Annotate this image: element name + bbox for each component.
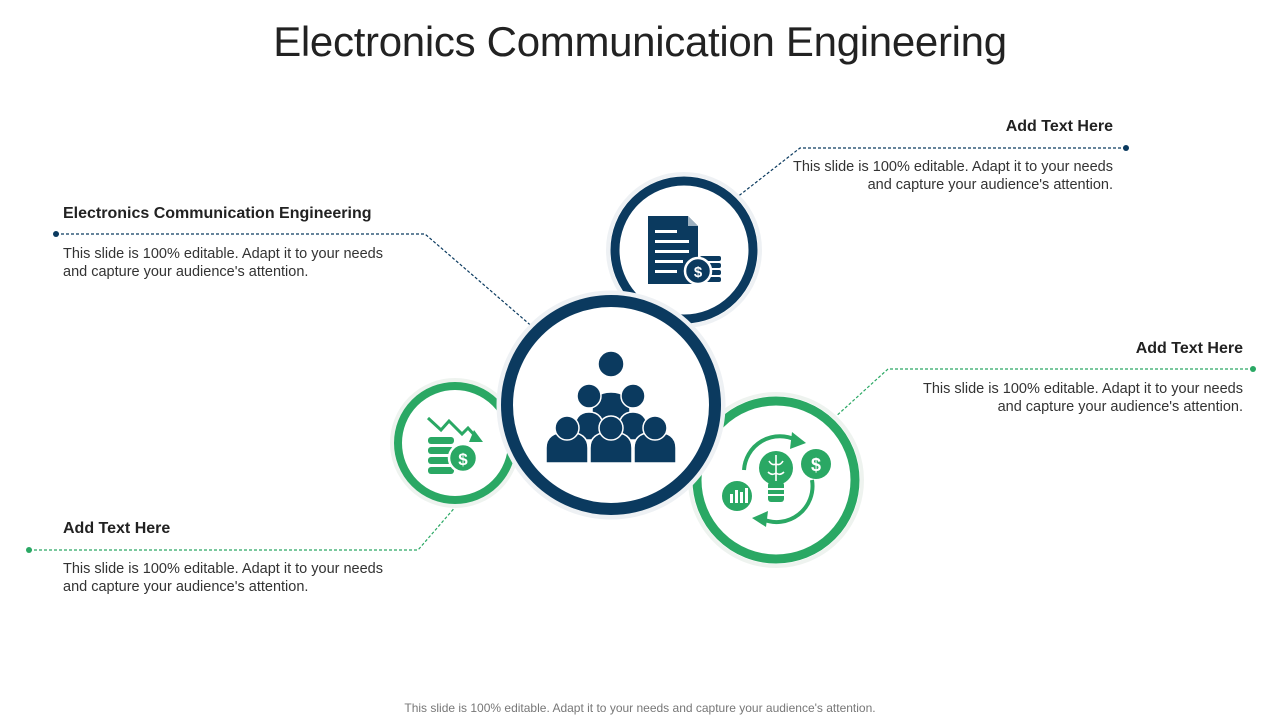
block-heading: Add Text Here — [63, 520, 171, 537]
block-heading: Add Text Here — [1005, 118, 1113, 135]
block-heading: Electronics Communication Engineering — [63, 205, 372, 222]
circle-center — [496, 290, 726, 520]
declining-money-icon: $ — [426, 416, 483, 474]
block-body-line: This slide is 100% editable. Adapt it to… — [923, 381, 1243, 397]
idea-finance-cycle-icon: $ — [722, 432, 831, 527]
svg-text:$: $ — [694, 264, 703, 281]
footer-note: This slide is 100% editable. Adapt it to… — [404, 701, 876, 715]
svg-text:$: $ — [458, 450, 468, 469]
block-body-line: and capture your audience's attention. — [63, 579, 309, 595]
dot-bottom-left-end — [26, 547, 32, 553]
block-body-line: and capture your audience's attention. — [997, 399, 1243, 415]
block-body-line: This slide is 100% editable. Adapt it to… — [63, 246, 383, 262]
block-body: This slide is 100% editable. Adapt it to… — [773, 158, 1113, 194]
block-body-line: This slide is 100% editable. Adapt it to… — [793, 159, 1113, 175]
connector-top-left — [56, 233, 536, 330]
svg-text:$: $ — [811, 455, 821, 475]
block-body: This slide is 100% editable. Adapt it to… — [903, 380, 1243, 416]
text-block-bottom-left: Add Text Here This slide is 100% editabl… — [63, 520, 403, 596]
document-dollar-icon: $ — [648, 216, 721, 286]
text-block-top-right: Add Text Here This slide is 100% editabl… — [773, 118, 1113, 194]
block-body: This slide is 100% editable. Adapt it to… — [63, 245, 403, 281]
text-block-top-left: Electronics Communication Engineering Th… — [63, 205, 403, 281]
page-title: Electronics Communication Engineering — [273, 18, 1007, 65]
dot-top-left-end — [53, 231, 59, 237]
circle-left: $ — [390, 378, 520, 508]
connectors — [29, 147, 1253, 551]
connector-mid-right — [832, 368, 1253, 420]
dot-mid-right-end — [1250, 366, 1256, 372]
team-pyramid-icon — [545, 350, 677, 464]
block-body-line: and capture your audience's attention. — [63, 264, 309, 280]
dot-top-right-end — [1123, 145, 1129, 151]
circle-top: $ — [606, 172, 762, 328]
block-body: This slide is 100% editable. Adapt it to… — [63, 560, 403, 596]
block-heading: Add Text Here — [1135, 340, 1243, 357]
block-body-line: This slide is 100% editable. Adapt it to… — [63, 561, 383, 577]
text-block-mid-right: Add Text Here This slide is 100% editabl… — [903, 340, 1243, 416]
circle-right: $ — [688, 392, 864, 568]
block-body-line: and capture your audience's attention. — [867, 177, 1113, 193]
connector-top-right — [735, 147, 1126, 199]
